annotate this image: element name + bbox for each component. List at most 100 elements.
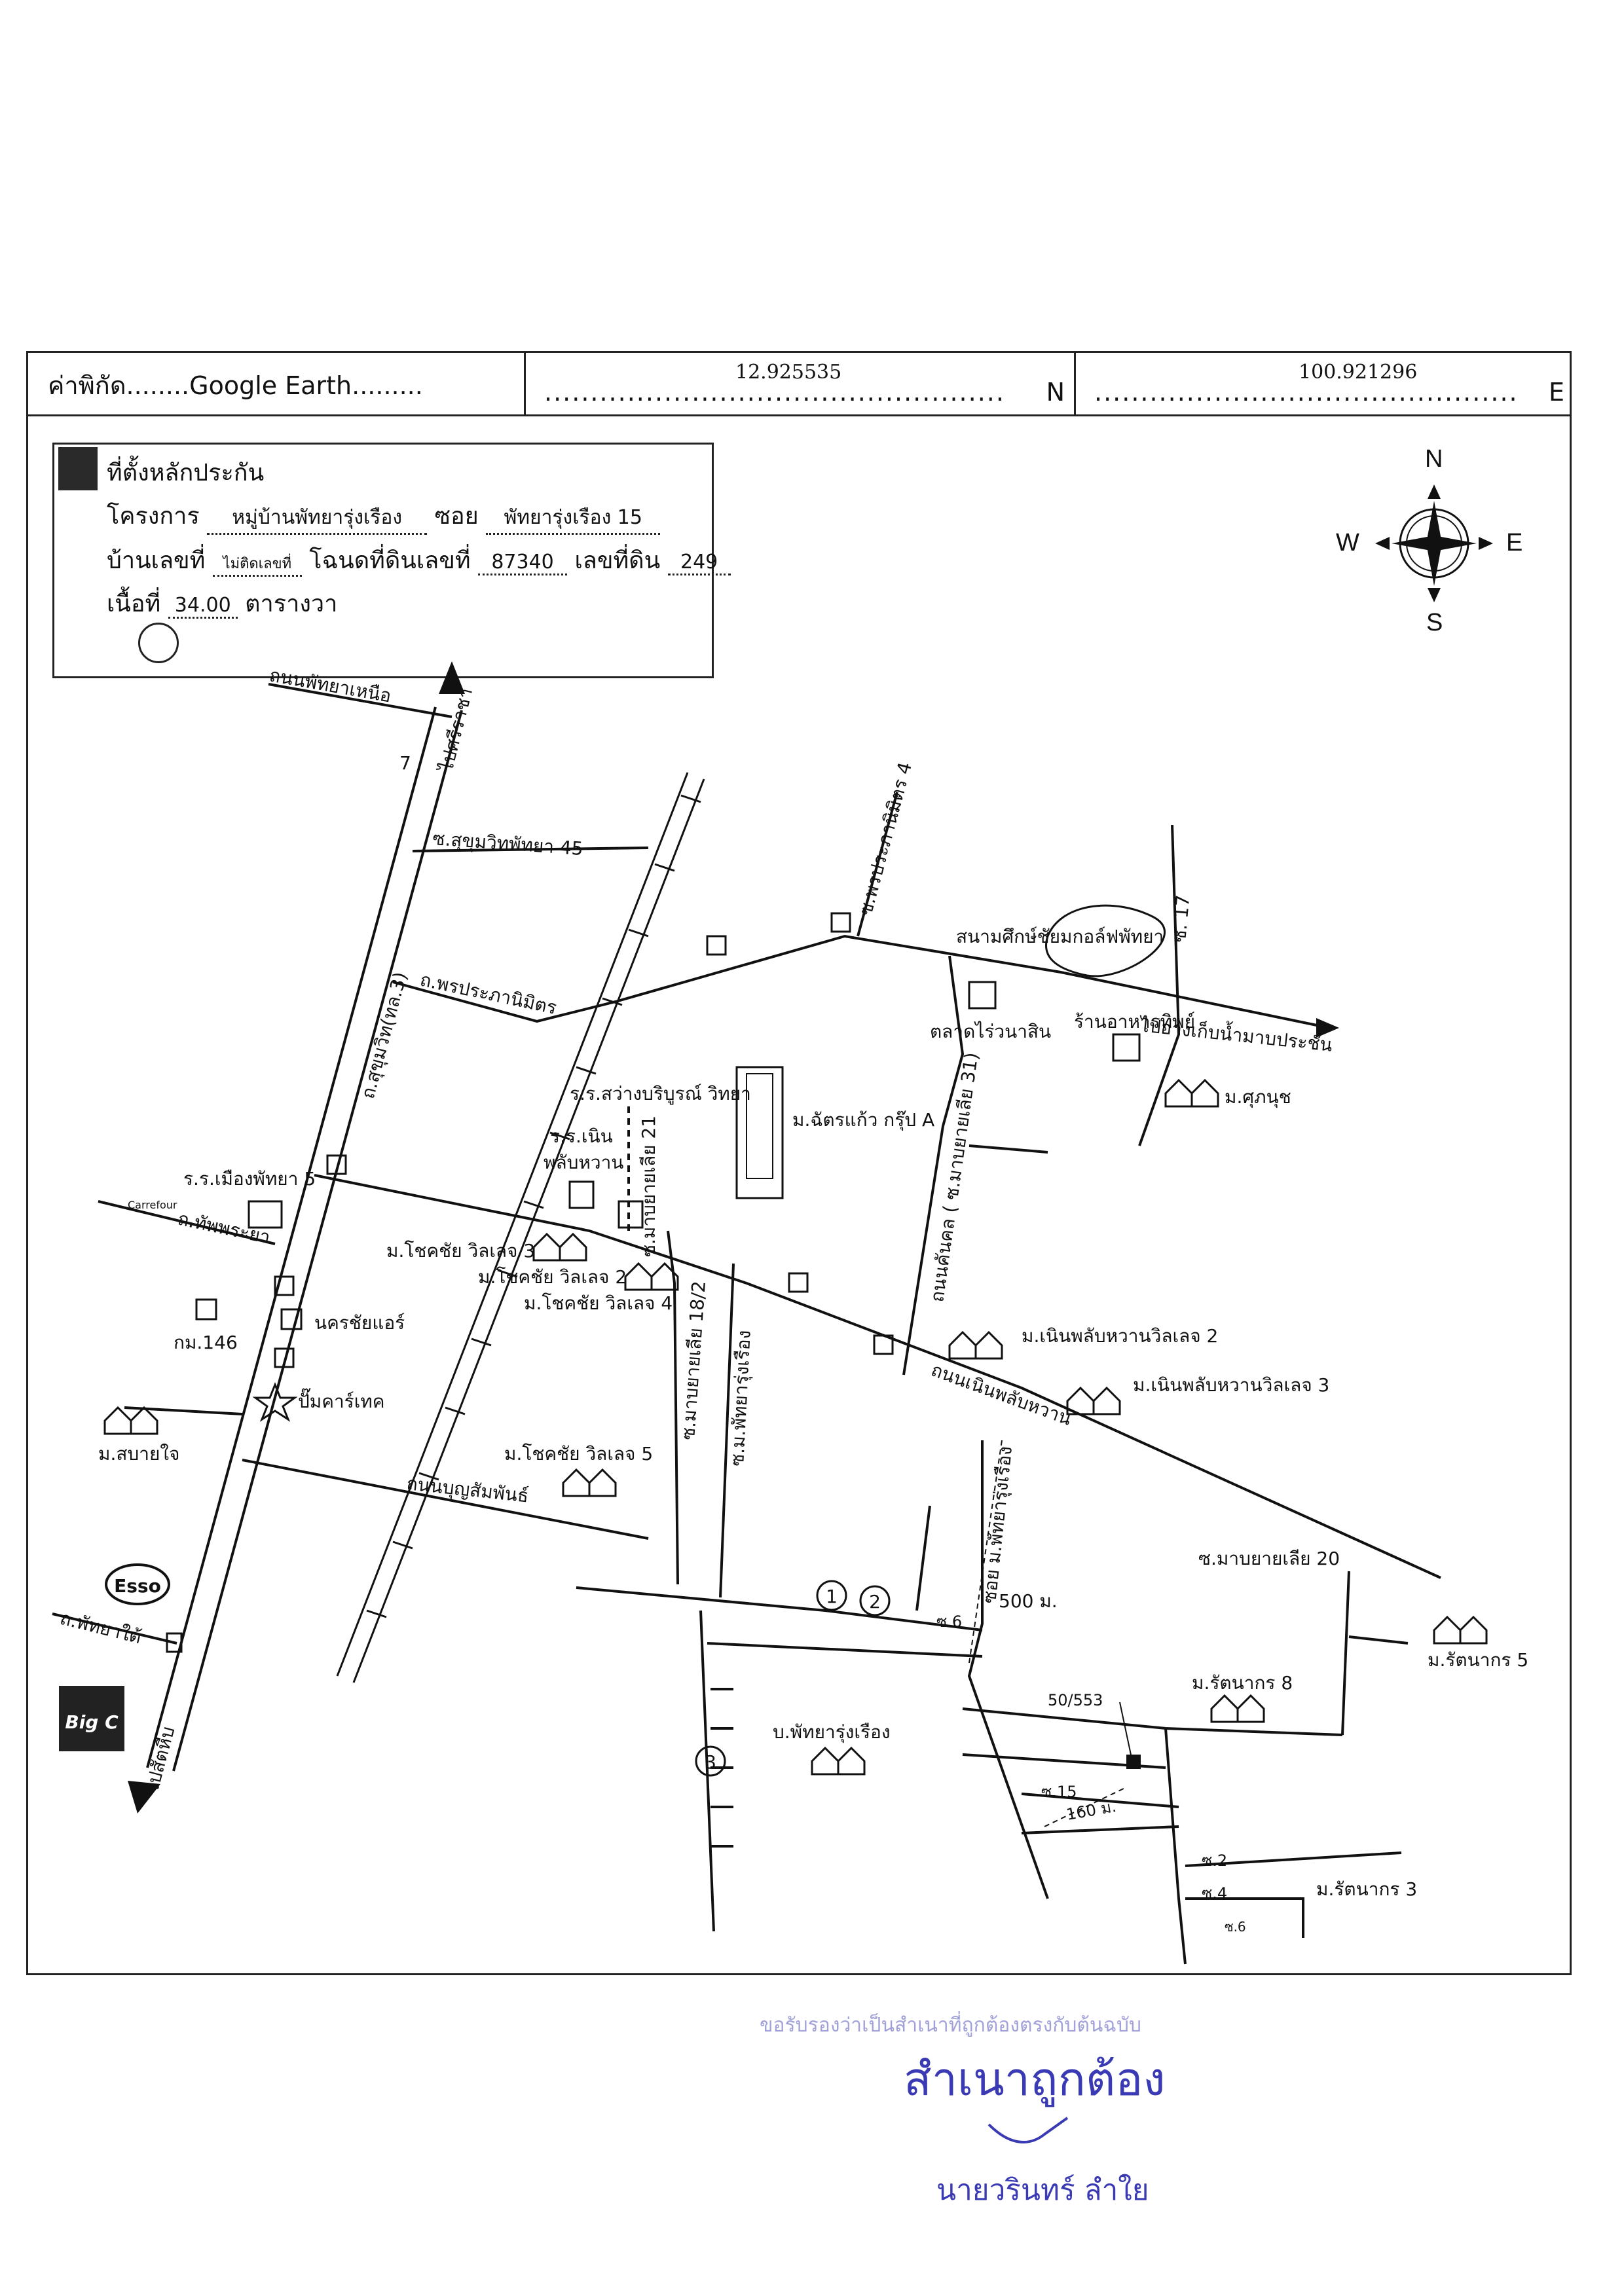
label-school-noen-2: พลับหวาน — [544, 1152, 623, 1173]
label-chokchai-2: ม.โชคชัย วิลเลจ 2 — [478, 1266, 627, 1288]
esso-logo-icon — [105, 1563, 170, 1605]
south-main-road — [576, 1586, 983, 1631]
compass-west-label: W — [1336, 529, 1359, 556]
label-soi-mabyailia-20: ซ.มาบยายเลีย 20 — [1198, 1548, 1340, 1569]
project-value: หมู่บ้านพัทยารุ่งเรือง — [207, 502, 428, 535]
village-house-icon — [1433, 1615, 1488, 1645]
distance-160m-line — [1044, 1787, 1127, 1827]
legend-label: ที่ตั้งหลักประกัน — [107, 460, 265, 486]
frame-left-border — [26, 416, 28, 1975]
convenience-store-icons — [166, 912, 894, 1653]
label-noen-plub-whan-2: ม.เนินพลับหวานวิลเลจ 2 — [1022, 1325, 1218, 1347]
soi-phon-prapa-4-road — [857, 792, 898, 937]
stamp-signer-name: นายวรินทร์ ลำใย — [936, 2174, 1149, 2207]
nakhon-chai-air-icon — [280, 1308, 303, 1330]
rattanakorn-road-g — [1185, 1897, 1304, 1938]
arrow-north-icon — [439, 661, 465, 694]
compass-north-label: N — [1425, 445, 1443, 473]
soi-mabyailia-20-road — [1341, 1571, 1350, 1736]
collateral-info-box: ที่ตั้งหลักประกัน โครงการ หมู่บ้านพัทยาร… — [52, 443, 731, 678]
marker-2-icon — [859, 1585, 891, 1616]
area-value: 34.00 — [168, 594, 238, 619]
arrow-south-icon — [128, 1781, 160, 1813]
label-school-sawang: ร.ร.สว่างบริบูรณ์ วิทยา — [570, 1083, 751, 1105]
railway-ties — [366, 794, 701, 1618]
village-house-icon — [532, 1232, 587, 1262]
soi-pattaya-rungrueang-road — [967, 1440, 1049, 1899]
chatkaew-block-icon — [735, 1066, 784, 1199]
pattaya-tai-road — [52, 1613, 177, 1645]
big-c-label: Big C — [65, 1711, 119, 1733]
label-school-noen: ร.ร.เนิน — [550, 1125, 613, 1147]
label-carrefour: Carrefour — [128, 1199, 177, 1211]
market-icon — [968, 981, 997, 1010]
rattanakorn-road-e — [1164, 1728, 1187, 1965]
noen-plub-whan-road — [314, 1174, 1441, 1579]
compass-rose-icon — [1375, 484, 1493, 602]
thappraya-road — [98, 1200, 276, 1245]
esso-label: Esso — [114, 1575, 161, 1597]
school-building-icon — [568, 1180, 595, 1209]
road-network — [52, 683, 1441, 1965]
circle-marker-icon — [138, 623, 179, 663]
village-icons — [103, 1078, 1488, 1776]
deed-no-label: โฉนดที่ดินเลขที่ — [309, 547, 471, 574]
collateral-location-marker-icon — [1126, 1755, 1141, 1769]
restaurant-icon — [1112, 1033, 1141, 1062]
house-no-label: บ้านเลขที่ — [107, 547, 206, 574]
longitude-value: 100.921296 — [1299, 361, 1418, 384]
label-m-chatkaew: ม.ฉัตรแก้ว กรุ๊ป A — [792, 1109, 934, 1131]
compass-south-label: S — [1426, 609, 1443, 636]
village-house-icon — [948, 1330, 1003, 1360]
convenience-store-icon — [326, 1154, 347, 1175]
label-dist-160: 160 ม. — [1065, 1797, 1118, 1824]
project-line: โครงการ หมู่บ้านพัทยารุ่งเรือง ซอย พัทยา… — [107, 497, 661, 535]
convenience-store-icon — [706, 935, 727, 956]
village-house-icon — [562, 1468, 617, 1497]
convenience-store-icon — [830, 912, 851, 933]
area-unit: ตารางวา — [245, 591, 338, 617]
longitude-cell: 100.921296 .............................… — [1076, 353, 1574, 414]
village-house-icon — [1210, 1694, 1265, 1723]
label-m-sabaijai: ม.สบายใจ — [98, 1443, 179, 1465]
label-dist-500: 500 ม. — [999, 1590, 1058, 1612]
soi-label: ซอย — [434, 503, 479, 530]
golf-course-lake-icon — [1045, 904, 1166, 977]
label-address-50-553: 50/553 — [1048, 1691, 1103, 1709]
boonsampan-road — [242, 1459, 649, 1540]
stamp-certified-text: สำเนาถูกต้อง — [904, 2052, 1166, 2106]
latitude-value: 12.925535 — [735, 361, 842, 384]
marker-2-label: 2 — [869, 1591, 881, 1613]
convenience-store-icon — [788, 1272, 809, 1293]
village-house-icon — [811, 1746, 866, 1776]
khanklon-road — [902, 955, 965, 1376]
house-no-value: ไม่ติดเลขที่ — [212, 552, 302, 577]
marker-1-label: 1 — [826, 1586, 838, 1607]
label-to-sattahip: ไปสัตหีบ — [140, 1724, 179, 1796]
marker-3-label: 3 — [705, 1751, 716, 1773]
village-house-icon — [1164, 1078, 1219, 1108]
arrow-east-icon — [1316, 1018, 1339, 1038]
coordinate-source: ค่าพิกัด........Google Earth......... — [48, 371, 423, 400]
label-m-rattanakorn-5: ม.รัตนากร 5 — [1428, 1649, 1528, 1671]
label-soi-15: ซ.15 — [1041, 1783, 1077, 1801]
label-m-rattanakorn-3: ม.รัตนากร 3 — [1316, 1878, 1417, 1900]
compass-rose: N S E W — [1336, 445, 1545, 642]
compass-east-label: E — [1506, 529, 1523, 556]
longitude-dots: ........................................… — [1094, 378, 1519, 407]
label-soi-pattaya-rungrueang: ซอย ม.พัทยารุ่งเรือง — [978, 1445, 1017, 1605]
coordinate-bar: ค่าพิกัด........Google Earth......... 12… — [26, 351, 1572, 416]
soi-17-road — [1138, 824, 1181, 1146]
village-house-icon — [1066, 1386, 1121, 1415]
longitude-suffix: E — [1548, 378, 1564, 407]
km-post-icon — [195, 1298, 217, 1321]
village-house-icon — [103, 1406, 158, 1435]
big-c-logo-icon — [59, 1686, 124, 1751]
soi-m-pattaya-rungrueang-road — [719, 1263, 735, 1598]
area-label: เนื้อที่ — [107, 591, 161, 617]
frame-right-border — [1570, 416, 1572, 1975]
soi-value: พัทยารุ่งเรือง 15 — [486, 502, 661, 535]
certification-stamp: ขอรับรองว่าเป็นสำเนาที่ถูกต้องตรงกับต้นฉ… — [720, 2003, 1375, 2252]
railway-east-rail — [352, 778, 705, 1683]
